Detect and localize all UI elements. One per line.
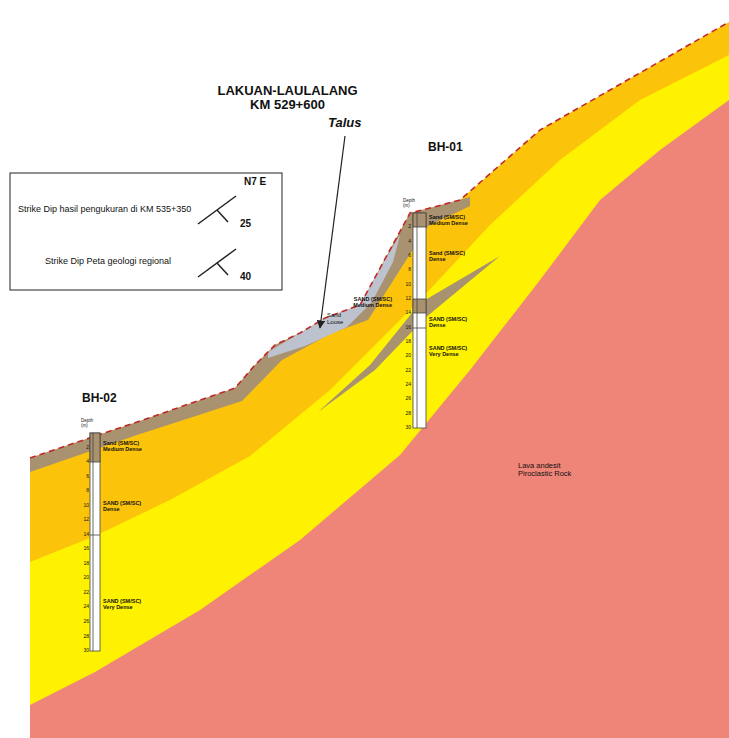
borehole-column bbox=[413, 213, 426, 428]
layer-label: SAND (SM/SC) Very Dense bbox=[103, 598, 147, 610]
callout-label: Talus bbox=[328, 116, 361, 130]
layer-label: SAND (SM/SC) Dense bbox=[429, 316, 473, 328]
layer-label: Sand (SM/SC) Medium Dense bbox=[429, 214, 473, 226]
depth-number: 24 bbox=[394, 382, 411, 388]
diagram-title: LAKUAN-LAULALANG KM 529+600 bbox=[215, 84, 360, 113]
rock-label: Lava andesit Piroclastic Rock bbox=[518, 462, 596, 479]
layer-label: Sand Loose bbox=[327, 312, 355, 325]
depth-header: Depth (m) bbox=[81, 419, 97, 429]
borehole-name: BH-02 bbox=[82, 392, 117, 405]
depth-number: 22 bbox=[394, 368, 411, 374]
depth-header: Depth (m) bbox=[403, 199, 419, 209]
orange-sand-layer bbox=[30, 22, 729, 738]
depth-number: 2 bbox=[394, 224, 411, 230]
depth-number: 8 bbox=[394, 267, 411, 273]
depth-number: 28 bbox=[394, 411, 411, 417]
layer-label: SAND (SM/SC) Very Dense bbox=[429, 345, 473, 357]
layer-label: Sand (SM/SC) Dense bbox=[429, 250, 473, 262]
depth-number: 6 bbox=[394, 253, 411, 259]
depth-number: 28 bbox=[72, 634, 89, 640]
borehole-name: BH-01 bbox=[428, 141, 463, 154]
depth-number: 10 bbox=[394, 282, 411, 288]
talus-deposit bbox=[268, 235, 400, 358]
depth-number: 26 bbox=[72, 619, 89, 625]
depth-number: 22 bbox=[72, 590, 89, 596]
depth-number: 26 bbox=[394, 396, 411, 402]
depth-number: 16 bbox=[394, 325, 411, 331]
depth-number: 12 bbox=[394, 296, 411, 302]
layer-label: SAND (SM/SC) Dense bbox=[103, 500, 147, 512]
depth-number: 18 bbox=[72, 561, 89, 567]
dip-value: 40 bbox=[240, 271, 251, 282]
depth-number: 10 bbox=[72, 503, 89, 509]
depth-number: 12 bbox=[72, 517, 89, 523]
depth-number: 2 bbox=[72, 445, 89, 451]
depth-number: 16 bbox=[72, 546, 89, 552]
legend-text: Strike Dip hasil pengukuran di KM 535+35… bbox=[18, 205, 191, 215]
legend-box bbox=[10, 173, 282, 290]
depth-number: 20 bbox=[72, 575, 89, 581]
depth-number: 6 bbox=[72, 474, 89, 480]
depth-number: 4 bbox=[394, 239, 411, 245]
depth-number: 14 bbox=[394, 310, 411, 316]
layer-label: Sand (SM/SC) Medium Dense bbox=[103, 440, 147, 452]
depth-number: 30 bbox=[72, 648, 89, 654]
layer-label: SAND (SM/SC) Medium Dense bbox=[352, 296, 392, 308]
brown-lens bbox=[318, 256, 500, 412]
depth-number: 18 bbox=[394, 339, 411, 345]
yellow-sand-layer bbox=[30, 55, 729, 738]
strike-value: N7 E bbox=[244, 176, 266, 187]
borehole-column bbox=[90, 433, 100, 651]
depth-number: 30 bbox=[394, 425, 411, 431]
depth-number: 14 bbox=[72, 532, 89, 538]
depth-number: 24 bbox=[72, 604, 89, 610]
depth-number: 8 bbox=[72, 488, 89, 494]
strike-dip-symbol bbox=[198, 196, 236, 277]
depth-number: 20 bbox=[394, 353, 411, 359]
dip-value: 25 bbox=[240, 218, 251, 229]
depth-number: 4 bbox=[72, 459, 89, 465]
leader-arrow bbox=[320, 136, 345, 328]
legend-text: Strike Dip Peta geologi regional bbox=[45, 257, 171, 267]
